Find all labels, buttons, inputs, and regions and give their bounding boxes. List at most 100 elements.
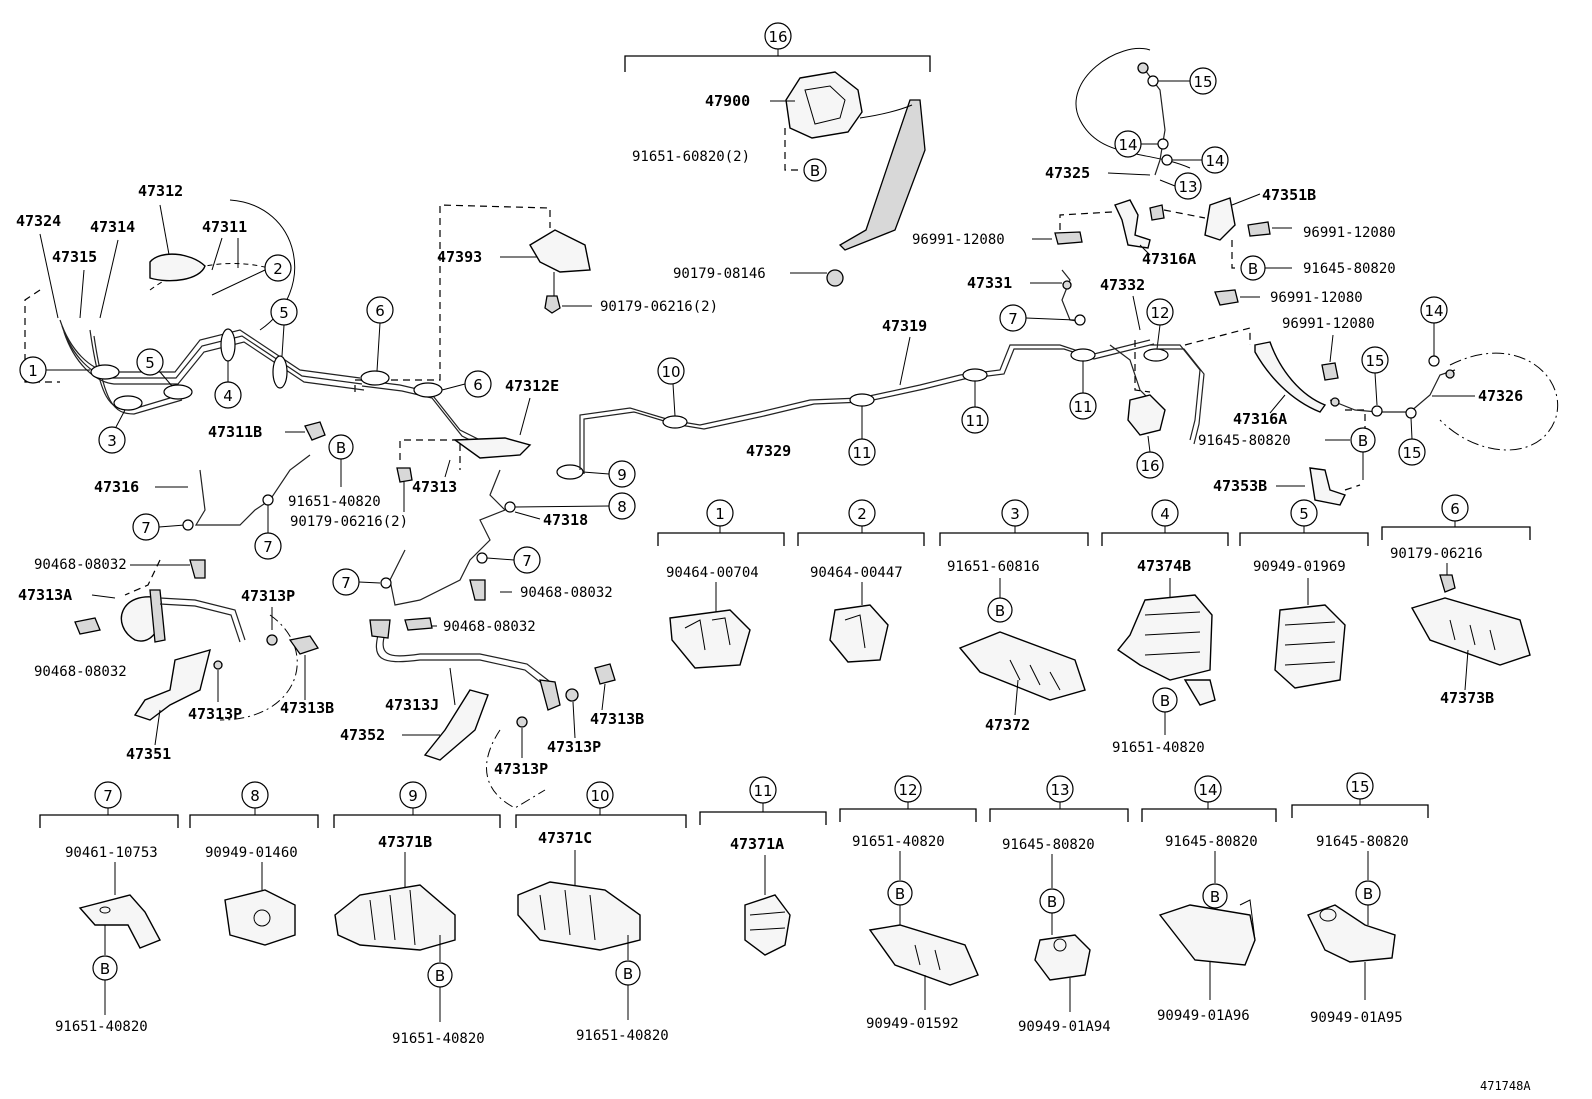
label-96991-12080-a: 96991-12080 bbox=[912, 232, 1005, 248]
label-96991-12080-b: 96991-12080 bbox=[1303, 225, 1396, 241]
detail-12-code-bottom: 90949-01592 bbox=[866, 1016, 959, 1032]
clip-47372-shape bbox=[958, 631, 1086, 701]
label-47313P-d: 47313P bbox=[494, 760, 548, 778]
bracket-47393-shape bbox=[529, 229, 591, 273]
clip-90949-01A96-shape bbox=[1158, 904, 1256, 966]
detail-box-10: 10 47371C B 91651-40820 bbox=[515, 781, 687, 1044]
bolt-b-marker: B bbox=[810, 162, 820, 180]
detail-3-code: 91651-60816 bbox=[947, 559, 1040, 575]
callout-4-main: 4 bbox=[223, 387, 233, 405]
label-90179-08146: 90179-08146 bbox=[673, 266, 766, 282]
detail-13-callout: 13 bbox=[1050, 781, 1069, 799]
detail-11-part: 47371A bbox=[730, 835, 784, 853]
callout-6-mid: 6 bbox=[473, 376, 483, 394]
callout-11-a: 11 bbox=[852, 444, 871, 462]
label-47312: 47312 bbox=[138, 182, 183, 200]
detail-6-code: 90179-06216 bbox=[1390, 546, 1483, 562]
detail-4-part: 47374B bbox=[1137, 557, 1191, 575]
callout-16: 16 bbox=[768, 28, 787, 46]
detail-15-code-bottom: 90949-01A95 bbox=[1310, 1010, 1403, 1026]
detail-1-code: 90464-00704 bbox=[666, 565, 759, 581]
detail-15-callout: 15 bbox=[1350, 778, 1369, 796]
callout-7-b: 7 bbox=[263, 538, 273, 556]
detail-box-6: 6 90179-06216 47373B bbox=[1381, 494, 1531, 707]
label-47313A: 47313A bbox=[18, 586, 72, 604]
label-90179-06216-2-mid: 90179-06216(2) bbox=[290, 514, 408, 530]
bracket-47352-shape bbox=[423, 689, 489, 761]
callout-15-b: 15 bbox=[1402, 444, 1421, 462]
label-47900: 47900 bbox=[705, 92, 750, 110]
label-47312E: 47312E bbox=[505, 377, 559, 395]
callout-13-main: 13 bbox=[1178, 178, 1197, 196]
group-left-master-cylinder: 47324 47314 47315 47312 47311 1 bbox=[16, 182, 584, 480]
detail-12-code-top: 91651-40820 bbox=[852, 834, 945, 850]
clip-47371C-shape bbox=[517, 881, 641, 951]
callout-1-main: 1 bbox=[28, 362, 38, 380]
label-96991-12080-d: 96991-12080 bbox=[1282, 316, 1375, 332]
bolt-b-47311B: B bbox=[336, 439, 346, 457]
bracket-47351-shape bbox=[133, 648, 211, 721]
label-47311: 47311 bbox=[202, 218, 247, 236]
label-47393: 47393 bbox=[437, 248, 482, 266]
label-47313P-c: 47313P bbox=[547, 738, 601, 756]
callout-11-c: 11 bbox=[1073, 398, 1092, 416]
group-center-hose: 90468-08032 90468-08032 47313J 47352 473… bbox=[340, 579, 644, 809]
detail-9-callout: 9 bbox=[408, 787, 418, 805]
callout-15-top: 15 bbox=[1193, 73, 1212, 91]
detail-3-bolt: B bbox=[995, 602, 1005, 620]
label-47315: 47315 bbox=[52, 248, 97, 266]
detail-1-callout: 1 bbox=[715, 505, 725, 523]
detail-box-14: 14 91645-80820 B 90949-01A96 bbox=[1141, 775, 1277, 1024]
label-47313J: 47313J bbox=[385, 696, 439, 714]
clip-47373B-shape bbox=[1410, 597, 1531, 666]
callout-3-main: 3 bbox=[107, 432, 117, 450]
label-47316A-a: 47316A bbox=[1142, 250, 1196, 268]
clip-90949-01460-shape bbox=[224, 889, 296, 946]
group-center-pipes: 47319 47329 10 11 11 11 bbox=[579, 317, 1169, 474]
label-47325: 47325 bbox=[1045, 164, 1090, 182]
detail-box-8: 8 90949-01460 bbox=[189, 781, 319, 946]
detail-6-callout: 6 bbox=[1450, 500, 1460, 518]
detail-12-bolt: B bbox=[895, 885, 905, 903]
detail-9-bolt: B bbox=[435, 967, 445, 985]
detail-13-bolt: B bbox=[1047, 893, 1057, 911]
clip-90461-10753-shape bbox=[78, 894, 161, 949]
detail-2-code: 90464-00447 bbox=[810, 565, 903, 581]
group-left-middle: 47311B B 91651-40820 47316 7 7 47313 901… bbox=[94, 377, 636, 606]
label-90468-08032-d: 90468-08032 bbox=[443, 619, 536, 635]
detail-9-code: 91651-40820 bbox=[392, 1031, 485, 1047]
detail-4-bolt: B bbox=[1160, 692, 1170, 710]
label-47324: 47324 bbox=[16, 212, 61, 230]
detail-3-callout: 3 bbox=[1010, 505, 1020, 523]
label-91651-60820-2: 91651-60820(2) bbox=[632, 149, 750, 165]
label-47313B-a: 47313B bbox=[280, 699, 334, 717]
detail-6-part: 47373B bbox=[1440, 689, 1494, 707]
detail-15-code-top: 91645-80820 bbox=[1316, 834, 1409, 850]
detail-4-code: 91651-40820 bbox=[1112, 740, 1205, 756]
detail-box-5: 5 90949-01969 bbox=[1239, 499, 1369, 689]
group-16-proportioning-valve: 16 47900 91651-60820(2) B 90179-08146 bbox=[624, 22, 931, 287]
callout-5-left: 5 bbox=[145, 354, 155, 372]
detail-box-2: 2 90464-00447 bbox=[797, 499, 925, 663]
detail-box-3: 3 91651-60816 B 47372 bbox=[939, 499, 1089, 734]
detail-box-9: 9 47371B B 91651-40820 bbox=[333, 781, 501, 1047]
callout-7-e: 7 bbox=[1008, 310, 1018, 328]
label-91651-40820-left: 91651-40820 bbox=[288, 494, 381, 510]
detail-10-part: 47371C bbox=[538, 829, 592, 847]
detail-8-callout: 8 bbox=[250, 787, 260, 805]
detail-14-callout: 14 bbox=[1198, 781, 1217, 799]
label-47319: 47319 bbox=[882, 317, 927, 335]
detail-10-code: 91651-40820 bbox=[576, 1028, 669, 1044]
detail-13-code-bottom: 90949-01A94 bbox=[1018, 1019, 1111, 1035]
clip-47374B-shape bbox=[1116, 594, 1213, 681]
callout-14-c: 14 bbox=[1424, 302, 1443, 320]
detail-5-code: 90949-01969 bbox=[1253, 559, 1346, 575]
detail-7-code-top: 90461-10753 bbox=[65, 845, 158, 861]
callout-2-main: 2 bbox=[273, 260, 283, 278]
detail-box-12: 12 91651-40820 B 90949-01592 bbox=[839, 775, 979, 1032]
detail-5-callout: 5 bbox=[1299, 505, 1309, 523]
detail-15-bolt: B bbox=[1363, 885, 1373, 903]
detail-7-callout: 7 bbox=[103, 787, 113, 805]
label-91645-80820-a: 91645-80820 bbox=[1303, 261, 1396, 277]
